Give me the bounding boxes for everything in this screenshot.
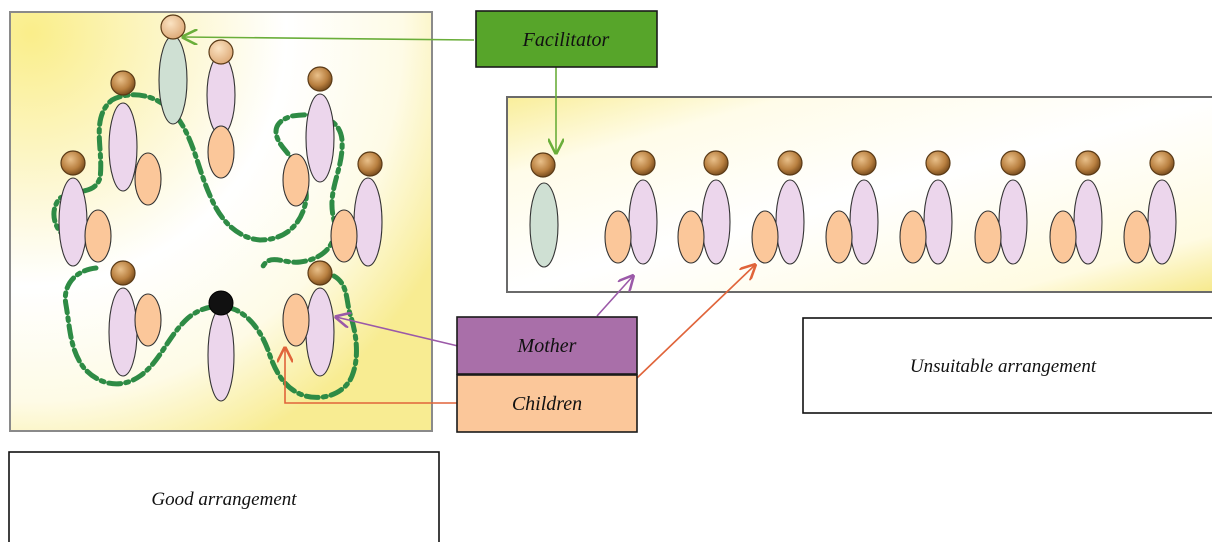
mother-child-pair [1123,150,1177,265]
mother-child-pair [206,39,236,179]
mother-child-pair [282,260,335,377]
children-legend: Children [456,374,638,433]
facilitator-arrow-left [183,37,475,40]
mother-label-box [456,316,638,375]
facilitator-figure [529,152,559,268]
unsuitable-caption-box [802,317,1212,414]
mother-child-pair [58,150,112,267]
mother-child-row [604,150,1177,265]
children-label: Children [512,393,582,415]
center-figure [207,290,235,402]
facilitator-legend: Facilitator [475,10,658,68]
mother-child-pair [604,150,658,265]
mother-child-pair [108,260,162,377]
facilitator-figure [158,14,188,125]
mother-child-pair [974,150,1028,265]
mother-child-pair [825,150,879,265]
mother-legend: Mother [456,316,638,375]
facilitator-label-box [475,10,658,68]
mother-child-pair [1049,150,1103,265]
good-caption-box [8,451,440,542]
children-label-box [456,374,638,433]
mother-child-pair [751,150,805,265]
mother-arrow-left [336,317,459,347]
facilitator-label: Facilitator [522,29,610,51]
group-outlines [51,92,359,400]
children-arrow-left [285,348,457,404]
good-arrangement-caption: Good arrangement [8,451,440,542]
unsuitable-arrangement-figures [529,150,1177,268]
unsuitable-caption-text: Unsuitable arrangement [910,356,1097,377]
mother-child-pair [330,151,383,267]
pointer-arrows [183,37,755,404]
mother-child-pair [108,70,162,206]
mother-child-pair [899,150,953,265]
mother-label: Mother [517,335,577,357]
group-outline-lower [62,265,359,400]
good-arrangement-figures [58,14,383,402]
mother-arrow-right [596,276,633,317]
mother-child-pair [282,66,335,207]
group-outline-upper [51,92,345,271]
children-arrow-right [636,265,755,379]
unsuitable-arrangement-caption: Unsuitable arrangement [802,317,1212,414]
good-caption-text: Good arrangement [151,489,297,510]
mother-child-pair [677,150,731,265]
